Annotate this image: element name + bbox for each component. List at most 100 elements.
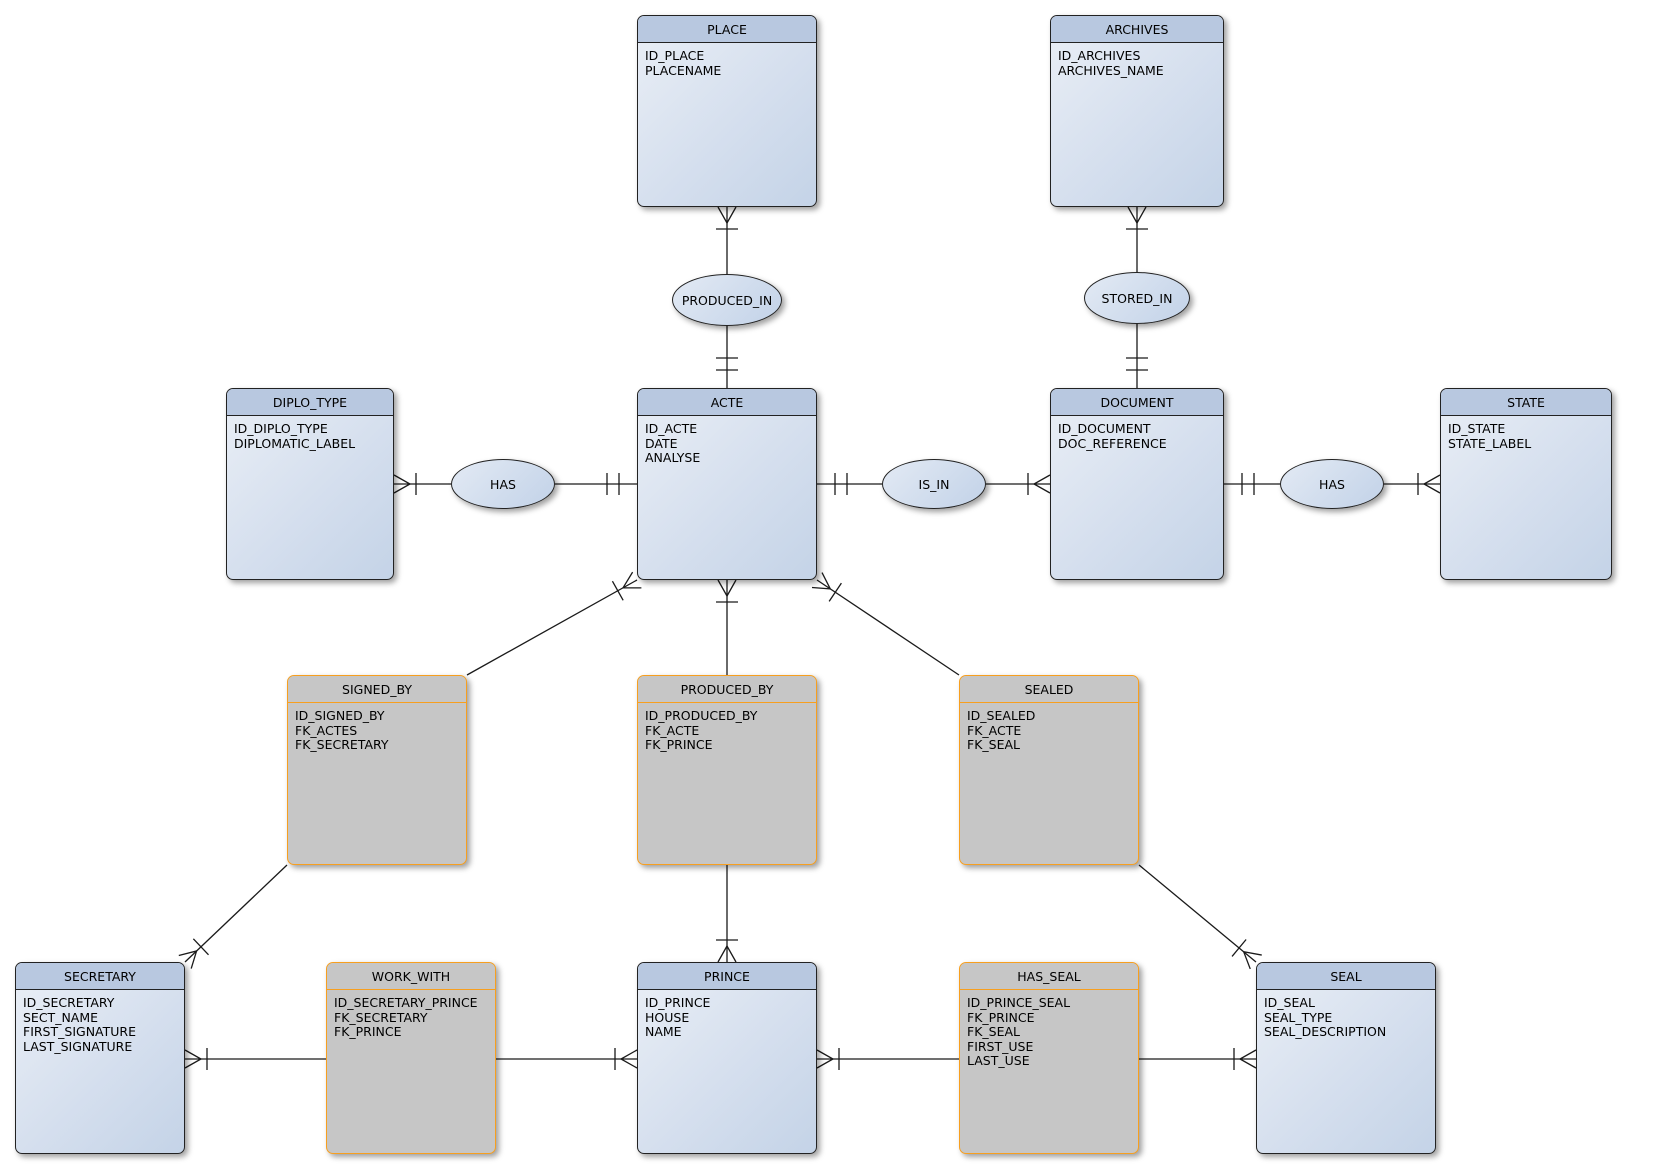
crowfoot-tick-seal-left [1233, 1048, 1257, 1070]
relationship-has-diplo[interactable]: HAS [451, 459, 555, 509]
entity-attributes: ID_PRODUCED_BY FK_ACTE FK_PRINCE [638, 703, 816, 759]
attribute: HOUSE [645, 1009, 690, 1025]
double-tick-acte-left [606, 473, 620, 495]
attribute: FK_SECRETARY [334, 1009, 428, 1025]
attribute: DIPLOMATIC_LABEL [234, 435, 356, 451]
relationship-label: IS_IN [918, 476, 950, 492]
entity-acte[interactable]: ACTE ID_ACTE DATE ANALYSE [637, 388, 817, 580]
relationship-produced-in[interactable]: PRODUCED_IN [672, 274, 782, 326]
entity-title: WORK_WITH [327, 963, 495, 990]
attribute: SECT_NAME [23, 1009, 99, 1025]
double-tick-document-right [1241, 473, 1255, 495]
entity-title: DOCUMENT [1051, 389, 1223, 416]
attribute: ID_SEALED [967, 708, 1036, 723]
attribute: LAST_SIGNATURE [23, 1038, 133, 1054]
attribute: SEAL_DESCRIPTION [1264, 1024, 1387, 1040]
entity-attributes: ID_STATE STATE_LABEL [1441, 416, 1611, 457]
entity-prince[interactable]: PRINCE ID_PRINCE HOUSE NAME [637, 962, 817, 1154]
crowfoot-tick-acte-produced-by [716, 579, 738, 603]
attribute: NAME [645, 1024, 682, 1040]
entity-attributes: ID_ACTE DATE ANALYSE [638, 416, 816, 472]
entity-attributes: ID_PRINCE HOUSE NAME [638, 990, 816, 1046]
association-signed-by[interactable]: SIGNED_BY ID_SIGNED_BY FK_ACTES FK_SECRE… [287, 675, 467, 865]
attribute: ID_ARCHIVES [1058, 48, 1141, 63]
entity-attributes: ID_SECRETARY SECT_NAME FIRST_SIGNATURE L… [16, 990, 184, 1060]
attribute: ID_STATE [1448, 421, 1506, 436]
attribute: LAST_USE [967, 1053, 1030, 1069]
attribute: SEAL_TYPE [1264, 1009, 1333, 1025]
entity-attributes: ID_SEAL SEAL_TYPE SEAL_DESCRIPTION [1257, 990, 1435, 1046]
entity-place[interactable]: PLACE ID_PLACE PLACENAME [637, 15, 817, 207]
entity-document[interactable]: DOCUMENT ID_DOCUMENT DOC_REFERENCE [1050, 388, 1224, 580]
entity-title: PRODUCED_BY [638, 676, 816, 703]
attribute: FK_SECRETARY [295, 737, 389, 753]
relationship-stored-in[interactable]: STORED_IN [1084, 272, 1190, 324]
relationship-label: STORED_IN [1101, 290, 1173, 306]
attribute: STATE_LABEL [1448, 435, 1532, 451]
attribute: ID_PRINCE [645, 995, 711, 1010]
attribute: ID_PLACE [645, 48, 705, 63]
attribute: ANALYSE [645, 450, 701, 466]
connector-acte-signed-by [466, 579, 638, 676]
entity-title: ACTE [638, 389, 816, 416]
entity-title: HAS_SEAL [960, 963, 1138, 990]
crowfoot-tick-secretary-right [184, 1048, 208, 1070]
crowfoot-tick-diplo-type [393, 473, 417, 495]
association-produced-by[interactable]: PRODUCED_BY ID_PRODUCED_BY FK_ACTE FK_PR… [637, 675, 817, 865]
attribute: FK_PRINCE [967, 1009, 1035, 1025]
connector-secretary-signed-by [184, 864, 288, 963]
attribute: ID_SIGNED_BY [295, 708, 385, 723]
relationship-label: HAS [1319, 476, 1345, 492]
entity-attributes: ID_PLACE PLACENAME [638, 43, 816, 84]
entity-attributes: ID_SEALED FK_ACTE FK_SEAL [960, 703, 1138, 759]
attribute: ID_SECRETARY [23, 995, 115, 1010]
crowfoot-tick-prince-left [614, 1048, 638, 1070]
entity-title: SIGNED_BY [288, 676, 466, 703]
attribute: FK_ACTES [295, 722, 358, 738]
association-sealed[interactable]: SEALED ID_SEALED FK_ACTE FK_SEAL [959, 675, 1139, 865]
entity-secretary[interactable]: SECRETARY ID_SECRETARY SECT_NAME FIRST_S… [15, 962, 185, 1154]
relationship-is-in[interactable]: IS_IN [882, 459, 986, 509]
entity-attributes: ID_DIPLO_TYPE DIPLOMATIC_LABEL [227, 416, 393, 457]
entity-title: ARCHIVES [1051, 16, 1223, 43]
entity-title: DIPLO_TYPE [227, 389, 393, 416]
attribute: PLACENAME [645, 62, 722, 78]
entity-archives[interactable]: ARCHIVES ID_ARCHIVES ARCHIVES_NAME [1050, 15, 1224, 207]
entity-title: PLACE [638, 16, 816, 43]
relationship-label: PRODUCED_IN [681, 292, 773, 308]
attribute: DOC_REFERENCE [1058, 435, 1167, 451]
double-tick-acte-top [716, 357, 738, 371]
attribute: FK_SEAL [967, 737, 1020, 753]
crowfoot-tick-state [1417, 473, 1441, 495]
association-work-with[interactable]: WORK_WITH ID_SECRETARY_PRINCE FK_SECRETA… [326, 962, 496, 1154]
association-has-seal[interactable]: HAS_SEAL ID_PRINCE_SEAL FK_PRINCE FK_SEA… [959, 962, 1139, 1154]
entity-title: SEAL [1257, 963, 1435, 990]
attribute: ID_SECRETARY_PRINCE [334, 995, 478, 1010]
entity-title: STATE [1441, 389, 1611, 416]
entity-title: SEALED [960, 676, 1138, 703]
entity-seal[interactable]: SEAL ID_SEAL SEAL_TYPE SEAL_DESCRIPTION [1256, 962, 1436, 1154]
attribute: FK_ACTE [967, 722, 1022, 738]
attribute: ARCHIVES_NAME [1058, 62, 1164, 78]
relationship-has-state[interactable]: HAS [1280, 459, 1384, 509]
crowfoot-tick-archives [1126, 206, 1148, 230]
attribute: FK_PRINCE [334, 1024, 402, 1040]
attribute: FIRST_SIGNATURE [23, 1024, 136, 1040]
entity-attributes: ID_SIGNED_BY FK_ACTES FK_SECRETARY [288, 703, 466, 759]
relationship-label: HAS [490, 476, 516, 492]
entity-attributes: ID_PRINCE_SEAL FK_PRINCE FK_SEAL FIRST_U… [960, 990, 1138, 1075]
connector-sealed-seal [1138, 864, 1257, 963]
attribute: FIRST_USE [967, 1038, 1034, 1054]
attribute: ID_DIPLO_TYPE [234, 421, 328, 436]
entity-attributes: ID_DOCUMENT DOC_REFERENCE [1051, 416, 1223, 457]
attribute: DATE [645, 435, 678, 451]
double-tick-acte-right [834, 473, 848, 495]
crowfoot-tick-prince-right [816, 1048, 840, 1070]
entity-diplo-type[interactable]: DIPLO_TYPE ID_DIPLO_TYPE DIPLOMATIC_LABE… [226, 388, 394, 580]
attribute: FK_PRINCE [645, 737, 713, 753]
attribute: ID_DOCUMENT [1058, 421, 1151, 436]
crowfoot-tick-prince-top [716, 939, 738, 963]
entity-state[interactable]: STATE ID_STATE STATE_LABEL [1440, 388, 1612, 580]
attribute: ID_SEAL [1264, 995, 1315, 1010]
